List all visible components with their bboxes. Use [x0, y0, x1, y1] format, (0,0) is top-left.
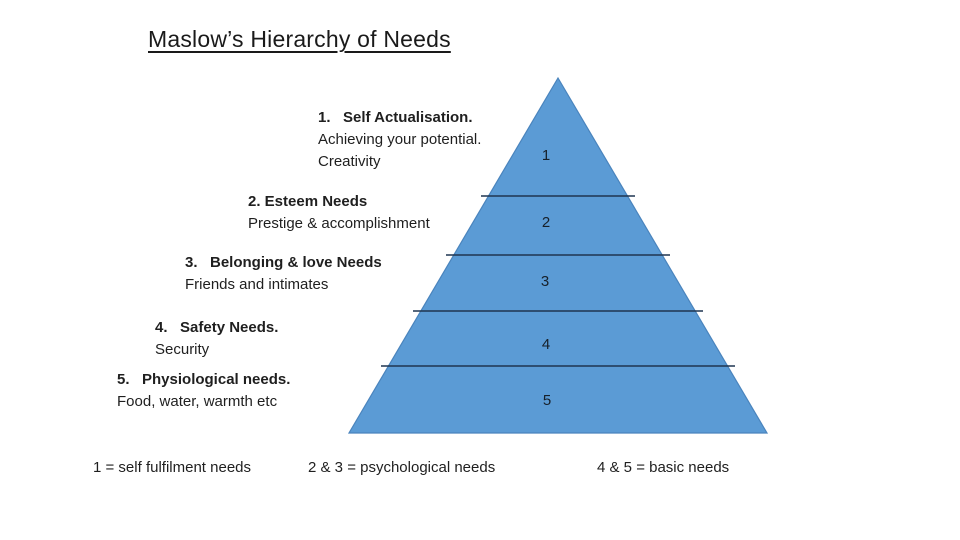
legend-item-self-fulfilment: 1 = self fulfilment needs — [93, 459, 252, 476]
level-label-5-heading: 5. Physiological needs. — [117, 371, 291, 388]
level-label-4-line-1: Security — [155, 341, 210, 358]
level-label-4-heading: 4. Safety Needs. — [155, 319, 279, 336]
pyramid-level-number-1: 1 — [541, 147, 551, 164]
level-label-1-line-1: Achieving your potential. — [318, 131, 482, 148]
level-label-3-line-1: Friends and intimates — [185, 276, 329, 293]
pyramid-level-number-3: 3 — [540, 273, 550, 290]
level-label-1: 1. Self Actualisation. Achieving your po… — [318, 107, 481, 173]
level-label-2: 2. Esteem Needs Prestige & accomplishmen… — [248, 191, 430, 235]
pyramid-level-number-4: 4 — [541, 336, 551, 353]
level-label-5: 5. Physiological needs. Food, water, war… — [117, 369, 290, 413]
level-label-3-heading: 3. Belonging & love Needs — [185, 254, 382, 271]
level-label-1-heading: 1. Self Actualisation. — [318, 109, 473, 126]
legend-item-psychological: 2 & 3 = psychological needs — [308, 459, 496, 476]
pyramid-level-number-2: 2 — [541, 214, 551, 231]
level-label-4: 4. Safety Needs. Security — [155, 317, 278, 361]
legend-item-basic: 4 & 5 = basic needs — [597, 459, 730, 476]
page-title: Maslow’s Hierarchy of Needs — [148, 26, 451, 52]
pyramid-level-number-5: 5 — [542, 392, 552, 409]
level-label-2-line-1: Prestige & accomplishment — [248, 215, 430, 232]
level-label-2-heading: 2. Esteem Needs — [248, 193, 368, 210]
level-label-3: 3. Belonging & love Needs Friends and in… — [185, 252, 382, 296]
level-label-1-line-2: Creativity — [318, 153, 381, 170]
level-label-5-line-1: Food, water, warmth etc — [117, 393, 278, 410]
